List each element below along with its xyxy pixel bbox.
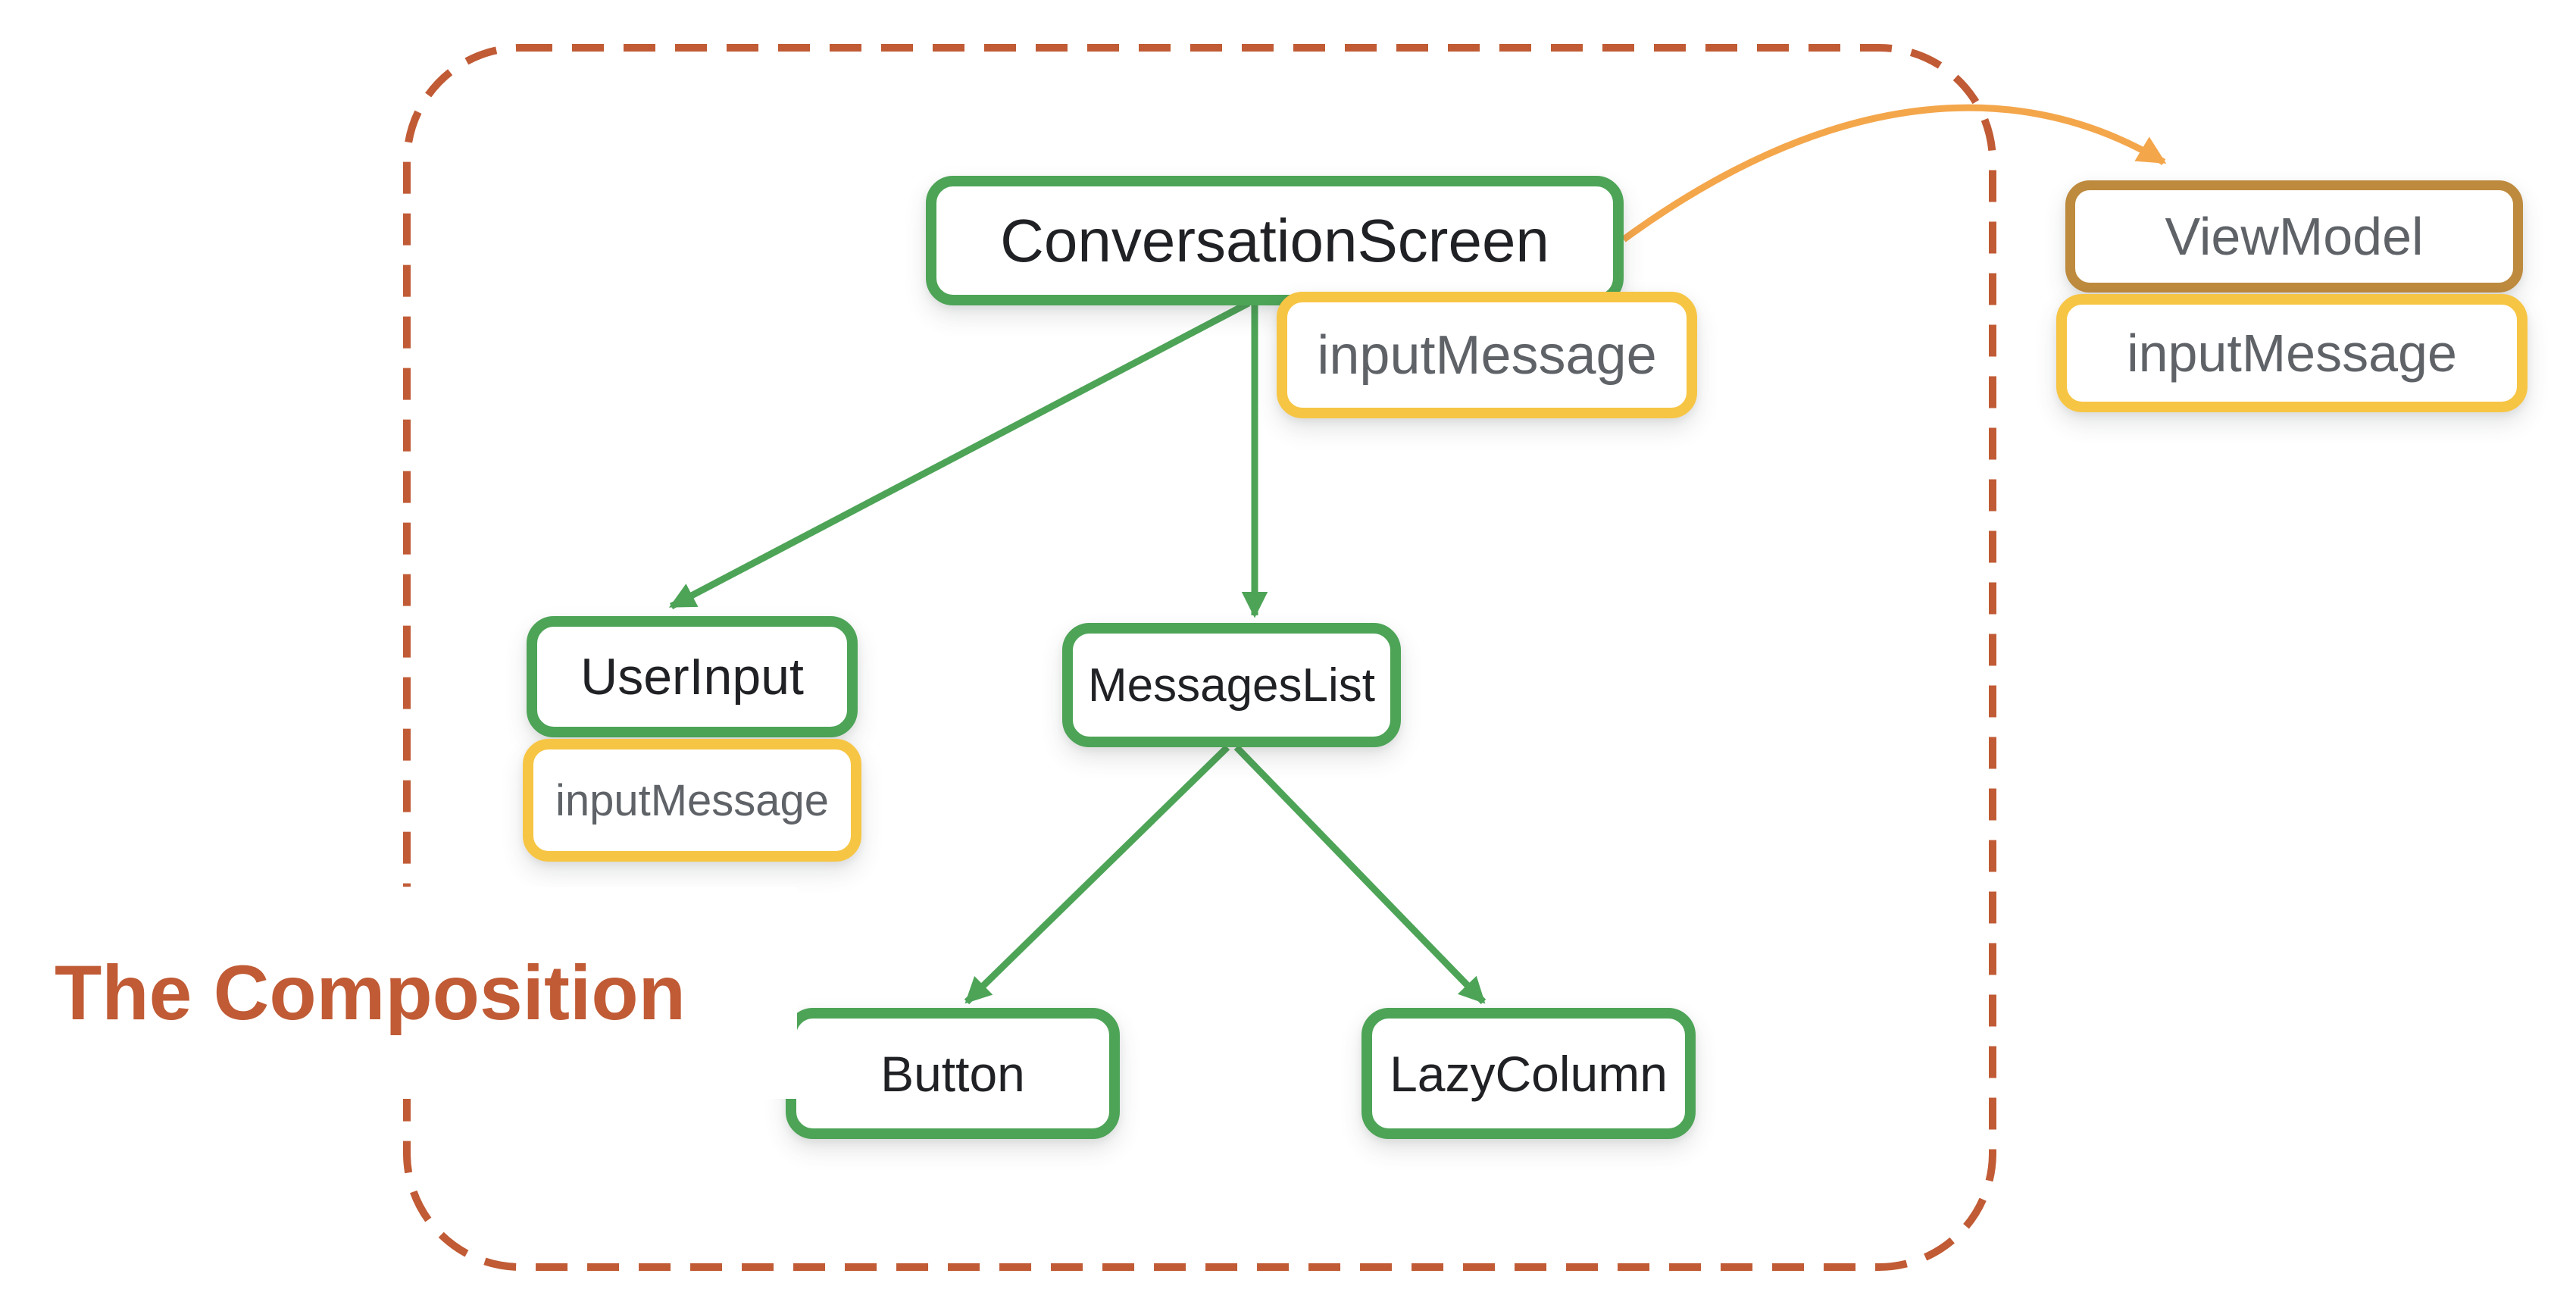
node-view-model-state-badge: inputMessage (2056, 294, 2528, 412)
edge-messageslist-to-lazycolumn (1233, 744, 1487, 1005)
composition-boundary-dashed-border (403, 44, 1996, 1271)
diagram-title: The Composition (44, 887, 797, 1099)
node-user-input-state-badge: inputMessage (523, 739, 861, 862)
node-view-model-label: ViewModel (2165, 207, 2424, 266)
node-user-input-state-label: inputMessage (555, 775, 830, 825)
node-button-label: Button (880, 1045, 1025, 1102)
node-lazy-column-label: LazyColumn (1390, 1045, 1668, 1102)
node-conversation-state-label: inputMessage (1317, 324, 1657, 386)
node-view-model: ViewModel (2065, 180, 2523, 293)
node-messages-list-label: MessagesList (1087, 659, 1376, 712)
node-conversation-screen-label: ConversationScreen (1000, 206, 1549, 274)
node-user-input: UserInput (527, 616, 858, 737)
node-button: Button (786, 1008, 1120, 1139)
edge-messageslist-to-button (964, 744, 1230, 1005)
edge-conversationscreen-to-viewmodel (1621, 104, 2167, 243)
node-messages-list: MessagesList (1062, 623, 1401, 747)
edge-conversationscreen-to-userinput (668, 300, 1251, 609)
node-lazy-column: LazyColumn (1361, 1008, 1696, 1139)
node-conversation-state-badge: inputMessage (1277, 292, 1697, 418)
node-conversation-screen: ConversationScreen (926, 176, 1624, 305)
node-view-model-state-label: inputMessage (2127, 324, 2457, 383)
node-user-input-label: UserInput (580, 648, 804, 706)
